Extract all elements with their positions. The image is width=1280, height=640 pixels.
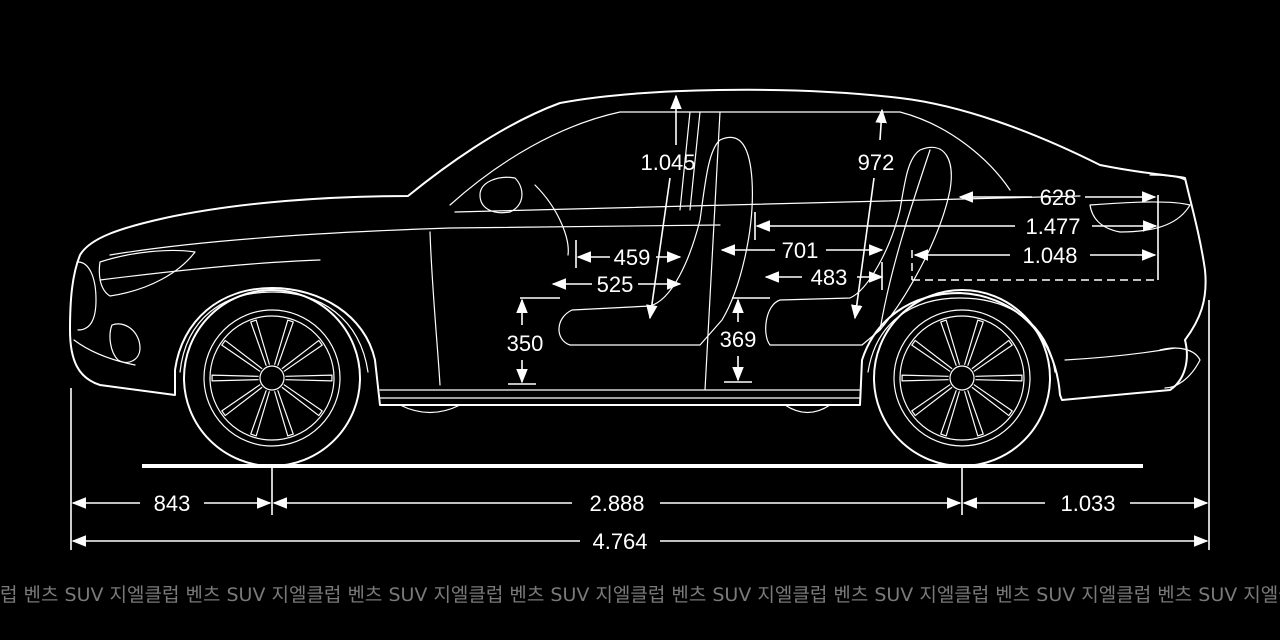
watermark-text: 럽 벤츠 SUV 지엘클럽 벤츠 SUV 지엘클럽 벤츠 SUV 지엘클럽 벤츠… (0, 584, 1280, 606)
wheel-spoke (911, 384, 953, 417)
dim-overall-length: 4.764 (71, 529, 1209, 554)
dim-label-rear-headroom: 972 (858, 150, 895, 175)
wheel-spoke (964, 319, 984, 366)
dim-label-front-seat-cushion: 525 (597, 272, 634, 297)
rear-seat (765, 146, 952, 346)
headlight (98, 249, 196, 297)
dim-label-front-overhang: 843 (154, 491, 191, 516)
dim-rear-seat-cushion: 483 (764, 262, 884, 290)
dim-front-seat-cushion: 525 (551, 272, 682, 297)
wheel-spoke (940, 319, 960, 366)
wheel-spoke (975, 374, 1023, 382)
dim-front-seat-height: 350 (507, 297, 560, 385)
wheel-spoke (971, 339, 1013, 372)
wheel-spoke (221, 384, 263, 417)
door-line (429, 231, 441, 386)
dim-rear-trunk-top: 628 (958, 185, 1157, 210)
wheel-spoke (211, 374, 259, 382)
dim-rear-legroom: 701 (720, 238, 884, 263)
dim-label-wheelbase: 2.888 (589, 491, 644, 516)
dim-label-rear-seat-cushion: 483 (811, 265, 848, 290)
grille (77, 261, 97, 331)
dim-label-rear-legroom: 701 (782, 238, 819, 263)
dim-rear-seat-height: 369 (720, 297, 770, 383)
dim-front-overhang: 843 (71, 491, 272, 516)
front-wheel (183, 289, 361, 467)
front-seat (558, 136, 753, 346)
wheel-spoke (221, 339, 263, 372)
watermark-strip: 럽 벤츠 SUV 지엘클럽 벤츠 SUV 지엘클럽 벤츠 SUV 지엘클럽 벤츠… (0, 580, 1280, 610)
dim-label-front-seat-height: 350 (507, 331, 544, 356)
wheel-spoke (250, 390, 270, 437)
wheel-spoke (285, 374, 333, 382)
dim-label-trunk-length-upper: 1.477 (1025, 214, 1080, 239)
dim-label-rear-trunk-top: 628 (1040, 185, 1077, 210)
wheel-spoke (901, 374, 949, 382)
dim-front-seat-depth: 459 (575, 240, 682, 270)
dim-label-front-seat-depth: 459 (614, 245, 651, 270)
tail-light (1089, 201, 1191, 233)
dim-label-trunk-length-lower: 1.048 (1022, 243, 1077, 268)
dim-rear-overhang: 1.033 (962, 491, 1209, 516)
dim-front-headroom: 1.045 (640, 94, 696, 320)
wheel-spoke (281, 384, 323, 417)
wheel-spoke (940, 390, 960, 437)
dim-label-rear-seat-height: 369 (720, 327, 757, 352)
rear-wheel (873, 289, 1051, 467)
car-body (69, 88, 1207, 406)
dim-label-front-headroom: 1.045 (640, 150, 695, 175)
car-outline (69, 88, 1207, 414)
dim-rear-headroom: 972 (851, 108, 895, 320)
wheel-spoke (964, 390, 984, 437)
window-line (449, 111, 1011, 206)
dim-wheelbase: 2.888 (272, 491, 962, 516)
dim-trunk-length-lower: 1.048 (913, 195, 1159, 280)
side-mirror (479, 176, 523, 214)
wheel-spoke (250, 319, 270, 366)
dim-label-overall-length: 4.764 (592, 529, 647, 554)
wheel-spoke (911, 339, 953, 372)
wheel-spoke (971, 384, 1013, 417)
wheel-spoke (274, 319, 294, 366)
wheel-spoke (274, 390, 294, 437)
dim-label-rear-overhang: 1.033 (1060, 491, 1115, 516)
wheel-spoke (281, 339, 323, 372)
dim-trunk-length-upper: 1.477 (754, 212, 1158, 240)
